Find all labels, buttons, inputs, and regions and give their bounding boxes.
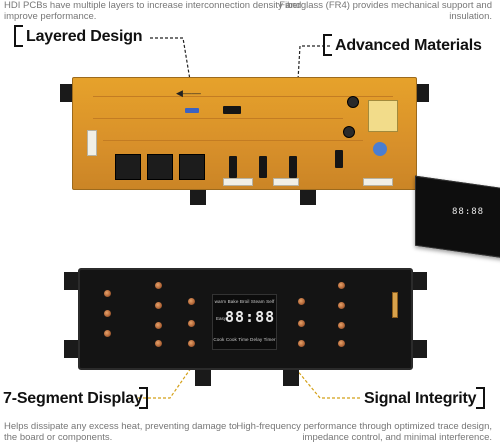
touch-button — [188, 320, 195, 327]
label-signal-integrity: Signal Integrity — [364, 390, 477, 407]
touch-button — [155, 322, 162, 329]
touch-button — [155, 282, 162, 289]
panel-mount-tab — [64, 272, 80, 290]
pcb-chip — [229, 156, 237, 178]
label-advanced-materials: Advanced Materials — [335, 37, 482, 54]
caption-advanced-materials: Fiberglass (FR4) provides mechanical sup… — [279, 0, 492, 22]
display-function-row: Cook Cook Time Delay Timer — [213, 337, 276, 342]
pcb-chip — [259, 156, 267, 178]
label-layered-design: Layered Design — [26, 28, 143, 45]
touch-button — [338, 340, 345, 347]
pcb-connector — [87, 130, 97, 156]
control-panel-side-view — [415, 175, 500, 259]
touch-button — [188, 340, 195, 347]
pcb-chip — [289, 156, 297, 178]
display-easy-indicator: Easy — [216, 316, 227, 321]
caption-7-segment-display: Helps dissipate any excess heat, prevent… — [4, 421, 237, 443]
pcb-blue-capacitor — [373, 142, 387, 156]
caption-signal-integrity: High-frequency performance through optim… — [236, 421, 492, 443]
pcb-relay — [179, 154, 205, 180]
bracket-signal-right — [476, 387, 485, 409]
pcb-trace — [93, 118, 343, 119]
pcb-capacitor — [343, 126, 355, 138]
pcb-chip — [223, 106, 241, 114]
touch-button — [338, 322, 345, 329]
caption-layered-design: HDI PCBs have multiple layers to increas… — [4, 0, 302, 22]
label-7-segment-display: 7-Segment Display — [3, 390, 143, 407]
pcb-relay — [115, 154, 141, 180]
left-arrow-icon: ◀—— — [176, 88, 201, 98]
panel-mount-tab — [283, 368, 299, 386]
leader-layered — [150, 37, 191, 81]
pcb-board-top — [72, 77, 417, 190]
pcb-connector — [223, 178, 253, 186]
pcb-relay — [147, 154, 173, 180]
side-display-digits: 88:88 — [452, 207, 485, 217]
touch-button — [298, 340, 305, 347]
panel-mount-tab — [64, 340, 80, 358]
bracket-materials-left — [323, 34, 332, 56]
touch-button — [104, 310, 111, 317]
panel-mount-tab — [195, 368, 211, 386]
touch-button — [338, 302, 345, 309]
panel-mount-tab — [411, 340, 427, 358]
pcb-mount-tab — [415, 84, 429, 102]
pcb-connector — [273, 178, 299, 186]
bracket-layered-left — [14, 25, 23, 47]
touch-button — [155, 340, 162, 347]
panel-mount-tab — [411, 272, 427, 290]
touch-button — [155, 302, 162, 309]
touch-button — [298, 298, 305, 305]
pcb-capacitor — [347, 96, 359, 108]
pcb-mount-tab — [300, 189, 316, 205]
pcb-connector — [363, 178, 393, 186]
pcb-transformer — [368, 100, 398, 132]
pcb-trace — [93, 96, 393, 97]
touch-button — [104, 290, 111, 297]
panel-connector — [392, 292, 398, 318]
pcb-mount-tab — [60, 84, 74, 102]
touch-button — [298, 320, 305, 327]
display-mode-row: warm Bake Broil Steam Self — [214, 299, 275, 304]
touch-button — [188, 298, 195, 305]
touch-button — [338, 282, 345, 289]
display-digits: 88:88 — [225, 308, 276, 326]
pcb-chip — [335, 150, 343, 168]
seven-segment-display: warm Bake Broil Steam Self Easy 88:88 Co… — [212, 294, 277, 350]
bracket-segment-right — [139, 387, 148, 409]
touch-button — [104, 330, 111, 337]
pcb-chip — [185, 108, 199, 113]
pcb-mount-tab — [190, 189, 206, 205]
pcb-trace — [103, 140, 363, 141]
